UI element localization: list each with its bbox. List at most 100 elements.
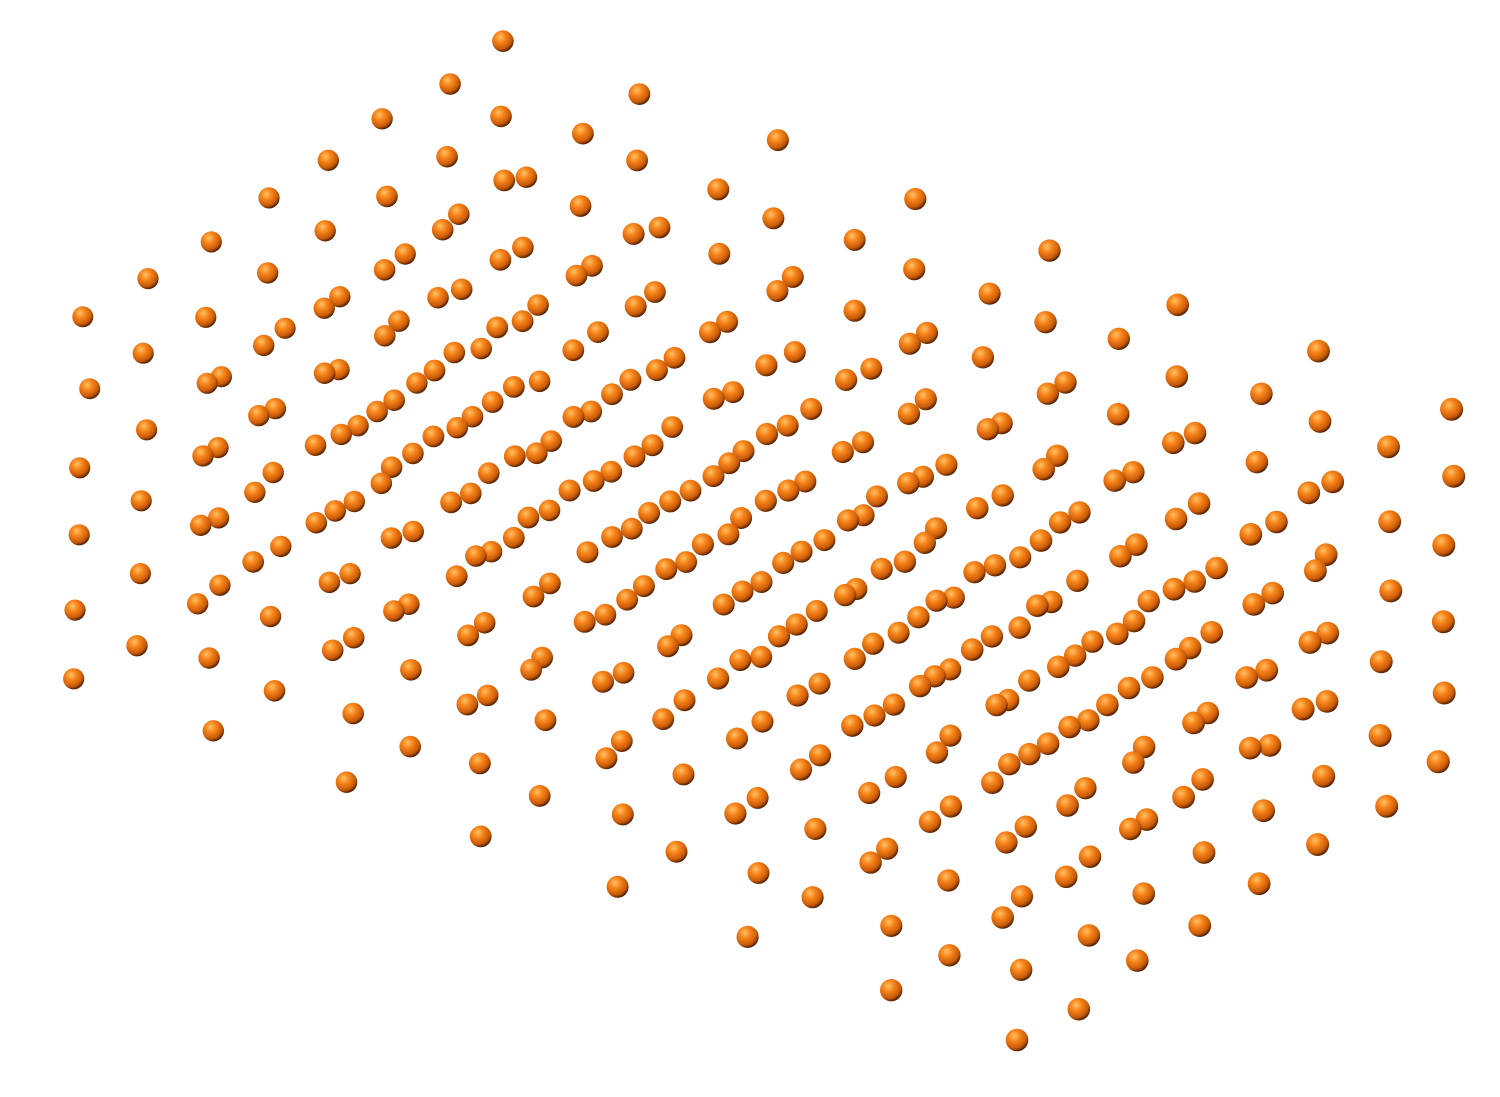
sphere <box>708 242 731 265</box>
sphere <box>1440 397 1464 421</box>
sphere <box>1066 569 1089 592</box>
sphere <box>925 589 948 612</box>
sphere <box>573 610 596 633</box>
sphere <box>1265 510 1288 534</box>
sphere <box>843 299 866 322</box>
sphere <box>675 551 698 573</box>
sphere <box>264 397 287 420</box>
sphere <box>258 187 280 209</box>
sphere <box>576 541 599 564</box>
sphere <box>528 370 551 393</box>
sphere <box>436 145 458 168</box>
sphere <box>427 286 449 309</box>
sphere <box>1077 709 1100 732</box>
sphere <box>960 638 984 661</box>
sphere <box>655 558 678 581</box>
sphere <box>1187 492 1211 515</box>
sphere <box>470 337 493 360</box>
sphere <box>915 321 939 344</box>
sphere <box>1379 579 1403 603</box>
sphere <box>897 402 921 425</box>
sphere <box>981 771 1004 794</box>
sphere <box>1058 715 1081 739</box>
sphere <box>402 442 424 465</box>
sphere <box>1239 523 1263 546</box>
sphere <box>925 741 949 764</box>
sphere <box>939 795 963 818</box>
sphere <box>187 593 209 615</box>
sphere <box>623 445 646 468</box>
sphere <box>859 851 882 874</box>
sphere <box>699 321 721 344</box>
sphere <box>1132 882 1155 905</box>
sphere <box>1165 365 1189 388</box>
sphere <box>569 195 592 217</box>
sphere <box>339 562 361 585</box>
sphere <box>572 122 594 145</box>
sphere <box>712 593 735 616</box>
sphere <box>866 485 888 508</box>
sphere <box>1109 544 1132 568</box>
sphere <box>966 497 989 520</box>
sphere <box>1316 621 1340 645</box>
sphere <box>1034 311 1057 334</box>
sphere <box>858 781 881 805</box>
sphere <box>503 445 526 468</box>
sphere <box>672 763 695 786</box>
sphere <box>1431 610 1455 634</box>
sphere <box>126 635 148 657</box>
sphere <box>978 282 1001 305</box>
sphere <box>370 472 393 495</box>
sphere <box>376 185 398 208</box>
sphere <box>313 297 335 319</box>
sphere <box>1183 421 1207 445</box>
sphere <box>751 710 774 733</box>
sphere <box>620 517 643 540</box>
sphere <box>841 714 864 737</box>
sphere <box>460 482 482 505</box>
sphere <box>772 551 795 575</box>
sphere <box>600 460 623 483</box>
sphere <box>1018 742 1041 766</box>
sphere <box>1252 799 1275 823</box>
sphere <box>736 925 759 949</box>
sphere <box>248 404 270 427</box>
sphere <box>1141 666 1164 689</box>
sphere <box>473 611 496 634</box>
sphere <box>1067 997 1091 1021</box>
sphere <box>130 490 152 512</box>
sphere <box>565 264 588 287</box>
sphere <box>400 659 422 681</box>
sphere <box>860 357 883 380</box>
sphere <box>843 647 866 671</box>
sphere <box>918 810 942 833</box>
sphere <box>69 457 91 479</box>
sphere <box>1078 845 1102 868</box>
sphere <box>580 400 603 423</box>
sphere <box>380 456 403 479</box>
sphere <box>1245 450 1269 474</box>
sphere <box>209 574 231 596</box>
sphere <box>581 254 603 277</box>
sphere <box>1183 570 1206 593</box>
sphere <box>406 372 428 394</box>
sphere <box>562 339 585 362</box>
sphere <box>259 605 282 628</box>
sphere <box>1191 768 1214 791</box>
sphere <box>329 286 351 308</box>
sphere <box>1307 339 1330 363</box>
sphere <box>469 825 492 848</box>
sphere <box>1375 794 1399 818</box>
sphere <box>330 423 352 446</box>
sphere <box>626 149 648 172</box>
sphere <box>388 310 410 332</box>
sphere <box>876 837 899 860</box>
sphere <box>502 376 525 398</box>
sphere <box>1377 435 1400 459</box>
sphere <box>490 105 512 128</box>
sphere <box>644 281 666 303</box>
sphere <box>1074 777 1097 800</box>
sphere <box>1314 543 1338 567</box>
sphere <box>1047 655 1070 679</box>
